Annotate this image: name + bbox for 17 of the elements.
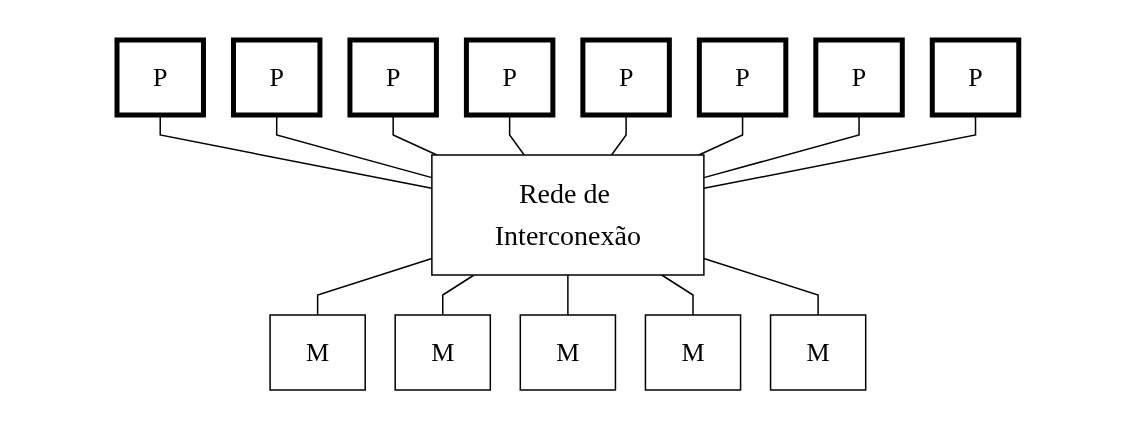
node-box: P: [812, 37, 905, 118]
node-box: M: [769, 314, 867, 391]
node-box: P: [230, 37, 323, 118]
connector: [441, 274, 475, 316]
node-box: Rede de Interconexão: [430, 154, 705, 276]
node-box: M: [644, 314, 741, 391]
node-box: M: [268, 314, 366, 391]
node-box: P: [463, 37, 555, 118]
node-box: P: [347, 37, 439, 118]
node-box: M: [519, 314, 616, 391]
connector: [566, 274, 569, 316]
node-box: P: [929, 37, 1021, 118]
node-box: P: [580, 37, 672, 118]
connector: [660, 274, 694, 316]
node-box: P: [696, 37, 788, 118]
node-box: P: [114, 37, 206, 118]
node-box: M: [394, 314, 491, 391]
